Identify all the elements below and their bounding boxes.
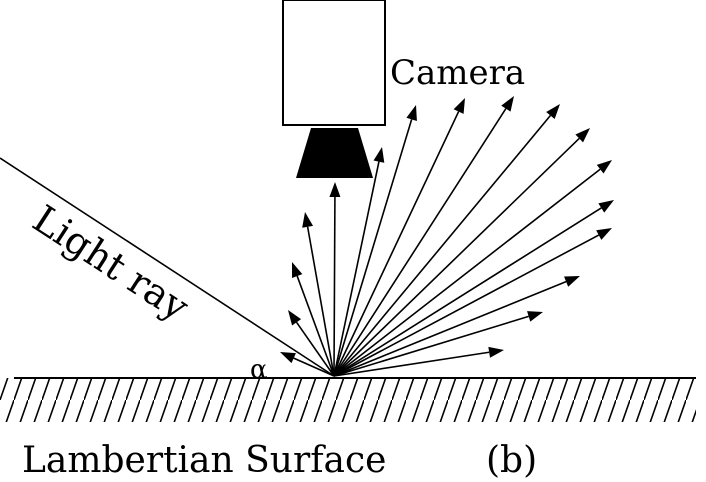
reflected-ray-15 [333,280,567,377]
reflected-ray-12 [333,168,601,377]
reflected-ray-arrowhead-12 [596,160,612,174]
reflected-ray-1 [293,357,335,377]
reflected-rays [280,96,614,377]
surface-hatching [0,378,696,422]
reflected-ray-5 [333,196,336,377]
reflected-ray-arrowhead-9 [501,96,514,112]
reflected-ray-arrowhead-11 [575,128,590,143]
angle-alpha-label: α [250,355,268,385]
reflected-ray-6 [333,161,380,377]
reflected-ray-arrowhead-15 [564,276,580,287]
reflected-ray-arrowhead-3 [292,262,303,278]
reflected-ray-arrowhead-2 [288,310,302,326]
reflected-ray-arrowhead-4 [302,212,314,228]
reflected-ray-arrowhead-7 [406,105,417,121]
reflected-ray-arrowhead-1 [280,352,296,364]
reflected-ray-arrowhead-16 [527,311,543,322]
reflected-ray-2 [295,321,335,377]
reflected-ray-arrowhead-8 [453,98,465,114]
camera-lens [296,128,373,178]
reflected-ray-arrowhead-17 [488,346,504,358]
reflected-ray-arrowhead-14 [596,228,612,240]
reflected-ray-17 [333,351,490,377]
reflected-ray-arrowhead-13 [598,200,614,213]
reflected-ray-13 [333,207,602,377]
surface-label: Lambertian Surface [22,440,386,481]
reflected-ray-16 [333,315,529,377]
panel-label: (b) [486,440,537,481]
camera-body [282,0,386,126]
camera-label: Camera [390,53,525,93]
reflected-ray-4 [306,226,335,377]
reflected-ray-14 [333,234,600,377]
reflected-ray-3 [296,275,335,377]
incident-light-ray [0,157,335,377]
light-ray-label: Light ray [25,197,197,330]
reflected-ray-9 [333,108,507,377]
reflected-ray-arrowhead-5 [329,182,341,198]
reflected-ray-arrowhead-10 [546,104,560,120]
reflected-ray-8 [333,111,460,377]
reflected-ray-arrowhead-6 [373,147,385,163]
reflected-ray-11 [333,137,580,377]
reflected-ray-7 [333,119,413,377]
reflected-ray-10 [333,115,552,377]
